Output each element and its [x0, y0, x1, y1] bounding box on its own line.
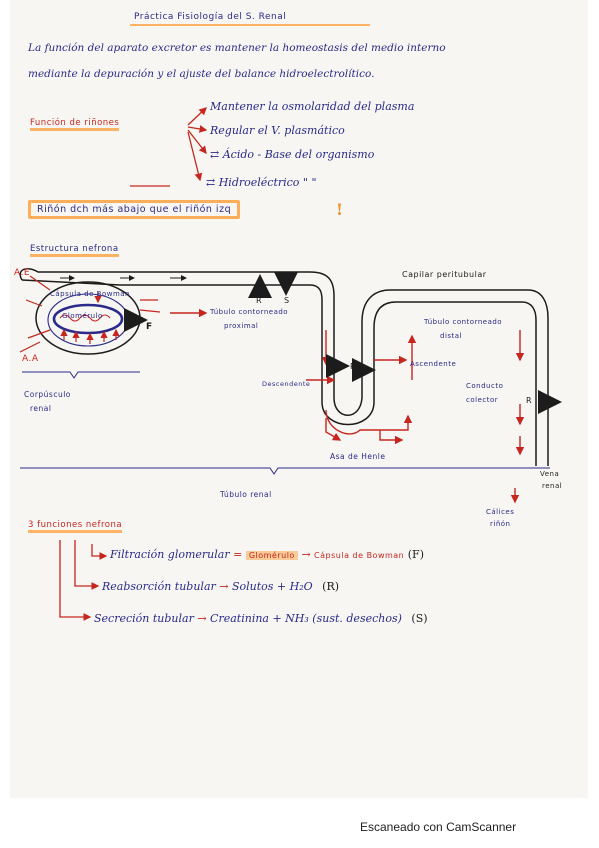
label-f: F — [146, 322, 153, 332]
label-r2: R — [350, 362, 357, 371]
nephron-structure-label: Estructura nefrona — [30, 244, 119, 257]
label-r1: R — [256, 296, 263, 305]
kidney-function-3: ⇄ Ácido - Base del organismo — [210, 148, 375, 161]
label-corpusculo-1: Corpúsculo — [24, 390, 71, 399]
kidney-functions-label: Función de riñones — [30, 118, 120, 131]
label-ae: A.E — [14, 268, 31, 278]
label-ascendente: Ascendente — [410, 360, 457, 368]
filtrate-flow-arrows — [170, 308, 525, 504]
label-tubulo-renal: Túbulo renal — [220, 490, 272, 499]
brackets — [20, 371, 550, 475]
nephron-functions-label: 3 funciones nefrona — [28, 520, 123, 533]
nephron-function-row-2: Reabsorción tubular → Solutos + H₂O (R) — [102, 580, 340, 593]
label-asa-henle: Asa de Henle — [330, 452, 386, 461]
scanner-footer: Escaneado con CamScanner — [360, 820, 517, 834]
kidney-function-4: ⇄ Hidroeléctrico " " — [206, 176, 317, 189]
arrow-right-icon: → — [301, 548, 311, 561]
label-vena-1: Vena — [540, 470, 560, 478]
label-descendente: Descendente — [262, 380, 311, 388]
diagram-lines — [19, 107, 562, 621]
exchange-icon: ⇄ — [206, 176, 216, 189]
label-proximal-1: Túbulo contorneado — [210, 308, 289, 316]
label-conducto-2: colector — [466, 396, 499, 404]
label-aa: A.A — [22, 354, 39, 364]
arrow-right-icon: → — [197, 612, 207, 625]
intro-line-2: mediante la depuración y el ajuste del b… — [28, 68, 375, 80]
label-glomerulo: Glomérulo — [62, 312, 103, 320]
label-vena-2: renal — [542, 482, 563, 490]
kidney-note: Riñón dch más abajo que el riñón izq — [28, 200, 241, 219]
nephron-functions-connectors — [59, 540, 108, 621]
warning-icon: ! — [336, 200, 344, 219]
label-r3: R — [526, 396, 533, 405]
label-distal-1: Túbulo contorneado — [424, 318, 503, 326]
label-s1: S — [284, 296, 290, 305]
scanned-page: Práctica Fisiología del S. Renal La func… — [10, 0, 588, 798]
transport-arrows — [124, 272, 562, 414]
page-title: Práctica Fisiología del S. Renal — [134, 12, 287, 22]
label-bowman: Cápsula de Bowman — [50, 290, 130, 298]
kidney-function-2: Regular el V. plasmático — [210, 124, 345, 137]
exchange-icon: ⇄ — [210, 148, 220, 161]
title-underline — [130, 24, 370, 26]
label-conducto-1: Conducto — [466, 382, 504, 390]
label-corpusculo-2: renal — [30, 404, 52, 413]
arrow-right-icon: → — [219, 580, 229, 593]
nephron-function-row-3: Secreción tubular → Creatinina + NH₃ (su… — [94, 612, 428, 625]
label-distal-2: distal — [440, 332, 463, 340]
arterioles — [19, 275, 161, 353]
kidney-functions-arrows — [187, 107, 208, 182]
intro-line-1: La función del aparato excretor es mante… — [28, 42, 446, 54]
kidney-function-1: Mantener la osmolaridad del plasma — [210, 100, 415, 113]
label-calices-1: Cálices — [486, 508, 515, 516]
label-capilar: Capilar peritubular — [402, 270, 487, 279]
label-calices-2: riñón — [490, 520, 511, 528]
label-proximal-2: proximal — [224, 322, 259, 330]
nephron-function-row-1: Filtración glomerular = Glomérulo → Cáps… — [110, 548, 424, 561]
